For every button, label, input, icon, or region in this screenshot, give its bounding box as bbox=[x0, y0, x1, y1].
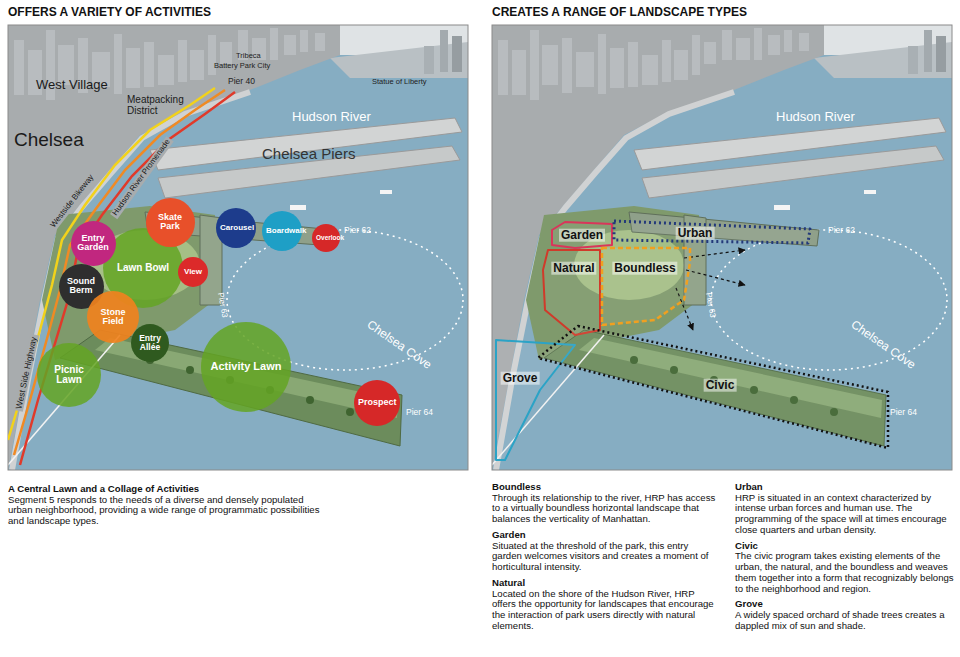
node-label: Prospect bbox=[358, 398, 396, 407]
map-label: Pier 40 bbox=[228, 77, 255, 86]
landscape-panel-image bbox=[492, 25, 952, 470]
landscape-region: Garden bbox=[549, 219, 615, 251]
definition-column: BoundlessThrough its relationship to the… bbox=[492, 482, 716, 632]
panel-heading: CREATES A RANGE OF LANDSCAPE TYPES bbox=[492, 6, 747, 19]
landscape-region: Natural bbox=[540, 247, 603, 338]
activity-circle: Carousel bbox=[216, 208, 256, 248]
node-label: Grove bbox=[501, 372, 540, 385]
definition-heading: Boundless bbox=[492, 482, 716, 493]
definition-text: A widely spaced orchard of shade trees c… bbox=[735, 610, 955, 631]
definition-heading: Grove bbox=[735, 599, 955, 610]
boundless-arrows bbox=[684, 250, 745, 258]
region-outline bbox=[602, 248, 690, 325]
node-label: Lawn Bowl bbox=[117, 263, 169, 274]
map-label: Battery Park City bbox=[214, 62, 270, 70]
activity-circle: Picnic Lawn bbox=[37, 343, 101, 407]
route-lines bbox=[8, 88, 215, 440]
map-label: Chelsea Piers bbox=[262, 146, 355, 163]
landscape-region: Civic bbox=[535, 323, 891, 451]
node-label: View bbox=[184, 268, 202, 276]
water-label: Hudson River bbox=[776, 110, 855, 124]
node-label: Civic bbox=[704, 379, 737, 392]
map-label: Statue of Liberty bbox=[372, 78, 427, 86]
definition-text: HRP is situated in an context characteri… bbox=[735, 493, 955, 536]
definition-text: The civic program takes existing element… bbox=[735, 551, 955, 594]
activity-circle: Boardwalk bbox=[262, 211, 302, 251]
activity-circle: Entry Allée bbox=[131, 324, 169, 362]
pier-label: Pier 64 bbox=[890, 408, 917, 417]
node-label: Stone Field bbox=[91, 308, 135, 327]
activity-circle: View bbox=[178, 257, 208, 287]
definition-heading: Urban bbox=[735, 482, 955, 493]
node-label: Skate Park bbox=[150, 213, 190, 232]
node-label: Boardwalk bbox=[266, 227, 298, 235]
definition-heading: Civic bbox=[735, 541, 955, 552]
node-label: Picnic Lawn bbox=[41, 365, 97, 386]
node-label: Boundless bbox=[612, 262, 677, 275]
definition-text: Through its relationship to the river, H… bbox=[492, 493, 716, 525]
node-label: Overlook bbox=[316, 235, 336, 242]
landscape-region: Boundless bbox=[599, 245, 693, 328]
node-label: Entry Garden bbox=[75, 234, 111, 253]
caption-column: A Central Lawn and a Collage of Activiti… bbox=[8, 484, 326, 527]
route-lines bbox=[14, 90, 225, 455]
activity-circle: Stone Field bbox=[87, 291, 139, 343]
route-lines bbox=[8, 88, 235, 465]
map-label: Chelsea bbox=[14, 130, 84, 151]
region-outline bbox=[538, 326, 888, 448]
panel-heading: OFFERS A VARIETY OF ACTIVITIES bbox=[8, 6, 211, 19]
node-label: Sound Berm bbox=[63, 277, 99, 296]
map-label: West Village bbox=[36, 78, 108, 92]
water-label: Hudson River bbox=[292, 110, 371, 124]
activity-circle: Prospect bbox=[354, 380, 400, 426]
node-label: Carousel bbox=[220, 224, 252, 232]
region-outline bbox=[543, 250, 600, 335]
node-label: Entry Allée bbox=[136, 334, 164, 352]
definition-text: Situated at the threshold of the park, t… bbox=[492, 541, 716, 573]
activities-panel-image bbox=[8, 25, 468, 470]
region-outline bbox=[540, 247, 603, 338]
definition-heading: Natural bbox=[492, 578, 716, 589]
activity-circle: Skate Park bbox=[146, 198, 195, 247]
caption-text: Segment 5 responds to the needs of a div… bbox=[8, 495, 326, 527]
pier-label: Pier 64 bbox=[406, 408, 433, 417]
boundless-arrows bbox=[686, 270, 745, 285]
definition-column: UrbanHRP is situated in an context chara… bbox=[735, 482, 955, 632]
activity-circle: Entry Garden bbox=[71, 221, 116, 266]
activity-circle: Activity Lawn bbox=[201, 322, 291, 412]
region-outline bbox=[552, 222, 612, 248]
pier-label: Pier 62 bbox=[828, 226, 855, 235]
region-outline bbox=[614, 221, 810, 243]
map-label: Tribeca bbox=[236, 52, 261, 60]
definition-text: Located on the shore of the Hudson River… bbox=[492, 589, 716, 632]
node-label: Natural bbox=[551, 262, 596, 275]
region-outline bbox=[599, 245, 693, 328]
node-label: Urban bbox=[676, 227, 715, 240]
map-label: Meatpacking District bbox=[127, 94, 193, 116]
pier-label: Pier 62 bbox=[344, 226, 371, 235]
node-label: Garden bbox=[559, 229, 605, 242]
landscape-region: Urban bbox=[611, 218, 813, 246]
caption-heading: A Central Lawn and a Collage of Activiti… bbox=[8, 484, 326, 495]
activity-circle: Overlook bbox=[312, 224, 340, 252]
node-label: Activity Lawn bbox=[211, 361, 282, 373]
definition-heading: Garden bbox=[492, 530, 716, 541]
